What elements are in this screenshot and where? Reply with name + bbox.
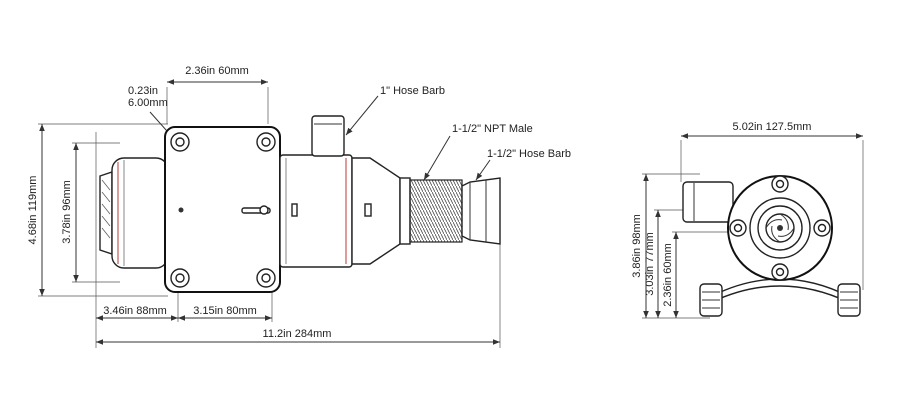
label-overall-width: 5.02in 127.5mm [733,121,812,133]
hose-barb-1in [311,115,345,157]
cone-housing [351,157,401,265]
npt-thread [399,177,463,245]
end-mount-bracket [711,278,849,304]
flange-slot [241,205,271,215]
end-outlet-barb [682,181,734,223]
side-view: 2.36in 60mm 0.23in 6.00mm 4.68in 119mm 3… [27,65,571,348]
label-height-98: 3.86in 98mm [631,214,643,278]
label-overall-height: 4.68in 119mm [27,176,39,245]
label-overall-length: 11.2in 284mm [263,328,332,340]
end-view: 5.02in 127.5mm 3.86in 98mm 3.03in 77mm 2… [631,121,864,319]
hose-barb-15in [461,177,501,245]
flange-center-dot [178,207,184,213]
label-bolt-hole-in: 0.23in [128,85,158,97]
label-height-60: 2.36in 60mm [662,243,674,307]
label-motor-length: 3.46in 88mm [103,305,167,317]
end-foot-right [837,283,861,317]
leader-npt-male [423,135,451,181]
motor-end-cap [99,171,113,255]
callout-hose-barb-15in: 1-1/2" Hose Barb [487,148,571,160]
end-impeller-vanes [765,213,795,243]
flange-bolt-holes [170,132,276,288]
label-flange-width: 2.36in 60mm [185,65,249,77]
motor-body [111,157,169,269]
label-flange-spacing: 3.15in 80mm [193,305,257,317]
callout-npt-male: 1-1/2" NPT Male [452,123,533,135]
leader-hose-barb-1in [345,95,379,136]
label-bolt-hole-mm: 6.00mm [128,97,168,109]
label-motor-height: 3.78in 96mm [61,180,73,244]
end-bolt-bosses [729,175,831,281]
pump-body [279,154,353,268]
label-height-77: 3.03in 77mm [644,232,656,296]
end-foot-left [699,283,723,317]
extension-lines [38,87,501,348]
leader-hose-barb-15in [475,159,491,181]
callout-hose-barb-1in: 1" Hose Barb [380,85,445,97]
